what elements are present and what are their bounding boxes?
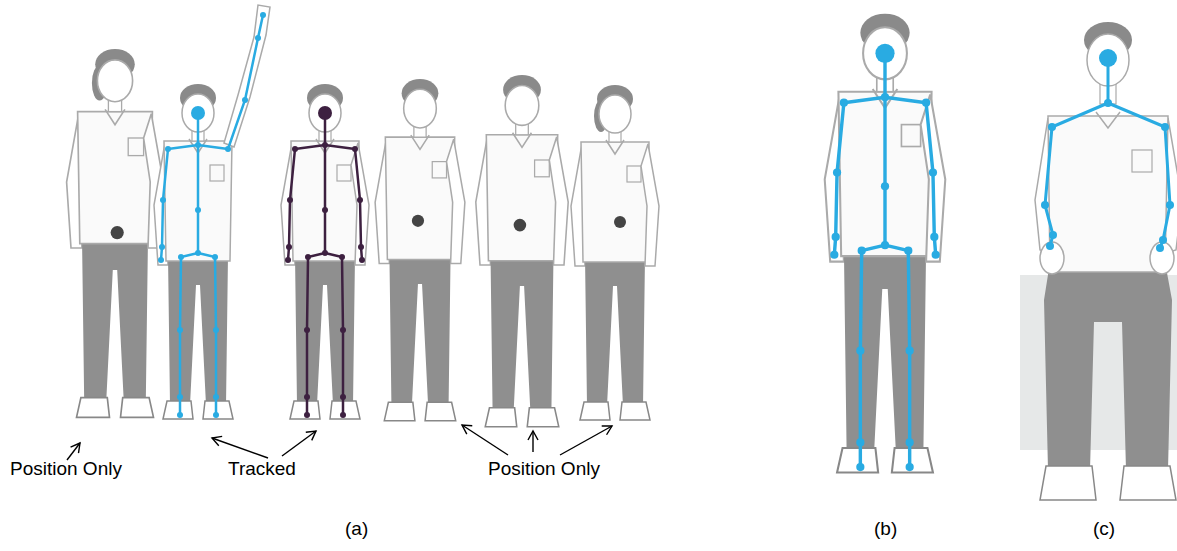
arm xyxy=(447,139,465,263)
joint xyxy=(1099,49,1117,67)
leader-arrow xyxy=(532,431,533,452)
shoe xyxy=(1120,466,1176,500)
joint xyxy=(1159,236,1167,244)
shirt xyxy=(1048,116,1168,272)
bone xyxy=(1045,58,1170,248)
figure-label: (b) xyxy=(874,518,897,540)
arm xyxy=(921,94,946,261)
position-dot xyxy=(111,226,124,239)
joint xyxy=(1046,242,1054,250)
skeleton-arm xyxy=(926,103,940,259)
position-dot xyxy=(514,219,527,232)
joint xyxy=(1049,231,1057,239)
figure-label: (a) xyxy=(345,518,368,540)
leader-arrow xyxy=(462,425,508,455)
person-body xyxy=(154,84,233,419)
position-dot xyxy=(614,216,626,228)
skeleton xyxy=(830,44,940,471)
shoe xyxy=(1040,466,1096,500)
collar xyxy=(1096,112,1120,128)
pants xyxy=(1044,262,1172,470)
skeleton-arm xyxy=(355,149,365,263)
pocket xyxy=(1132,150,1152,172)
joint xyxy=(1166,201,1174,209)
figure-label: (c) xyxy=(1093,518,1115,540)
position-dot xyxy=(412,215,424,227)
skeleton xyxy=(285,106,365,418)
person-body xyxy=(67,49,154,418)
leader-arrow xyxy=(212,438,268,458)
skeleton xyxy=(158,106,231,418)
skeleton xyxy=(1041,49,1174,252)
leader-arrow xyxy=(560,426,612,455)
hand xyxy=(1040,242,1064,274)
joint xyxy=(255,35,261,41)
skeleton xyxy=(158,12,266,418)
hand xyxy=(1150,242,1174,274)
person-body xyxy=(825,14,933,473)
person xyxy=(281,84,369,419)
person-body xyxy=(281,84,360,419)
figure-label: Position Only xyxy=(10,458,122,480)
joint xyxy=(1048,123,1056,131)
joint xyxy=(1104,99,1112,107)
leader-arrow xyxy=(282,431,316,456)
person xyxy=(825,14,946,473)
person-body xyxy=(571,85,650,420)
bone xyxy=(228,15,263,149)
person xyxy=(571,85,659,420)
raised-arm xyxy=(224,5,270,147)
joint xyxy=(260,12,266,18)
skeleton xyxy=(830,44,930,471)
skeleton xyxy=(285,106,358,418)
person-body xyxy=(375,79,456,421)
person xyxy=(476,75,568,427)
seated-person xyxy=(1020,22,1177,500)
joint xyxy=(1156,244,1164,252)
arm xyxy=(549,137,568,265)
joint xyxy=(1041,201,1049,209)
joint xyxy=(1161,123,1169,131)
joint xyxy=(242,97,248,103)
person xyxy=(375,79,465,421)
arm xyxy=(641,144,659,266)
figure-label: Position Only xyxy=(488,458,600,480)
person xyxy=(154,5,270,419)
person xyxy=(67,49,164,418)
figure-label: Tracked xyxy=(228,458,296,480)
person-body xyxy=(476,75,559,427)
leader-arrow xyxy=(67,443,80,460)
arm xyxy=(351,143,369,265)
